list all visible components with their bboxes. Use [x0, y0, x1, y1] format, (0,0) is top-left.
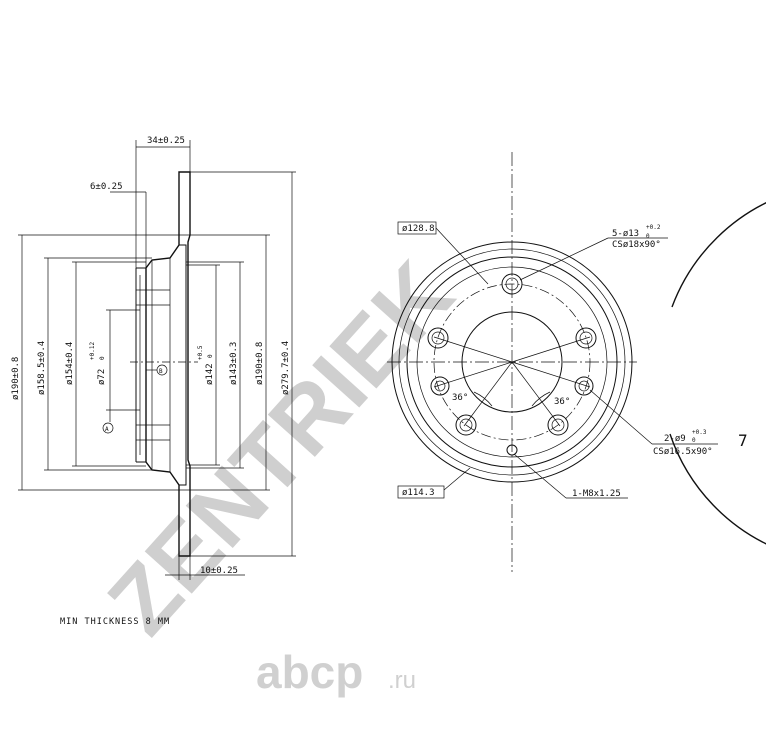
dim-d158: ø158.5±0.4	[37, 341, 47, 395]
dim-d72-tol-upper: +0.12	[89, 342, 96, 360]
angle-right: 36°	[554, 397, 570, 407]
brand-logo: abcp .ru	[256, 646, 416, 698]
hat-inner-outline	[179, 244, 187, 486]
datum-a: A	[105, 426, 109, 433]
rotation-mark: 7	[738, 431, 748, 450]
callout-pcd-bolt: ø128.8	[402, 224, 435, 234]
dim-d279: ø279.7±0.4	[281, 341, 291, 395]
callout-pilot-holes-tol-upper: +0.3	[692, 429, 707, 436]
dim-d72: ø72	[97, 369, 107, 385]
angle-arc-left	[473, 391, 493, 407]
callout-bolt-holes-tol-upper: +0.2	[646, 224, 661, 231]
bolt-hole	[427, 327, 449, 349]
dim-d190-left: ø190±0.8	[11, 357, 21, 400]
dim-d143: ø143±0.3	[229, 342, 239, 385]
pilot-hole	[430, 376, 450, 396]
callout-pilot-holes: 2-ø9	[664, 434, 686, 444]
callout-bolt-cs: CSø18x90°	[612, 240, 661, 250]
brand-tld: .ru	[388, 667, 416, 694]
dim-d142-tol-upper: +0.5	[197, 345, 204, 360]
callout-pilot-holes-tol-lower: 0	[692, 437, 696, 444]
datum-b-circle	[156, 364, 168, 376]
callout-pilot-cs: CSø16.5x90°	[653, 447, 713, 457]
bolt-hole	[455, 414, 477, 436]
bolt-hole	[501, 273, 523, 295]
dim-d154: ø154±0.4	[65, 342, 75, 385]
dim-d142: ø142	[205, 363, 215, 385]
dim-total-width: 34±0.25	[147, 136, 185, 146]
callout-bolt-holes-tol-lower: 0	[646, 233, 650, 240]
dim-d142-tol-lower: 0	[207, 354, 214, 358]
min-thickness-note: MIN THICKNESS 8 MM	[60, 617, 170, 627]
dim-disc-thickness: 10±0.25	[200, 566, 238, 576]
angle-arc-right	[531, 391, 551, 407]
brand-name: abcp	[256, 646, 363, 698]
pilot-hole	[574, 376, 594, 396]
dim-hat-offset: 6±0.25	[90, 182, 123, 192]
front-view: 36° 36°	[387, 152, 766, 572]
datum-b: B	[159, 368, 163, 375]
callout-box-114	[397, 485, 445, 499]
side-view: 34±0.25 6±0.25 10±0.25 ø190±0.8 ø158.5±0…	[11, 136, 296, 580]
callout-pcd-pilot: ø114.3	[402, 488, 435, 498]
angle-left: 36°	[452, 393, 468, 403]
thread-hole	[506, 444, 518, 456]
bolt-circle-pcd	[433, 283, 591, 441]
callout-bolt-holes: 5-ø13	[612, 229, 639, 239]
bolt-hole	[575, 327, 597, 349]
dim-d72-tol-lower: 0	[99, 356, 106, 360]
callout-thread: 1-M8x1.25	[572, 489, 621, 499]
bolt-hole	[547, 414, 569, 436]
front-callouts: ø128.8 5-ø13 +0.2 0 CSø18x90° 2-ø9 +0.3 …	[397, 221, 748, 499]
datum-a-circle	[102, 422, 114, 434]
dim-d190-right: ø190±0.8	[255, 342, 265, 385]
disc-outer-edge	[669, 202, 766, 545]
